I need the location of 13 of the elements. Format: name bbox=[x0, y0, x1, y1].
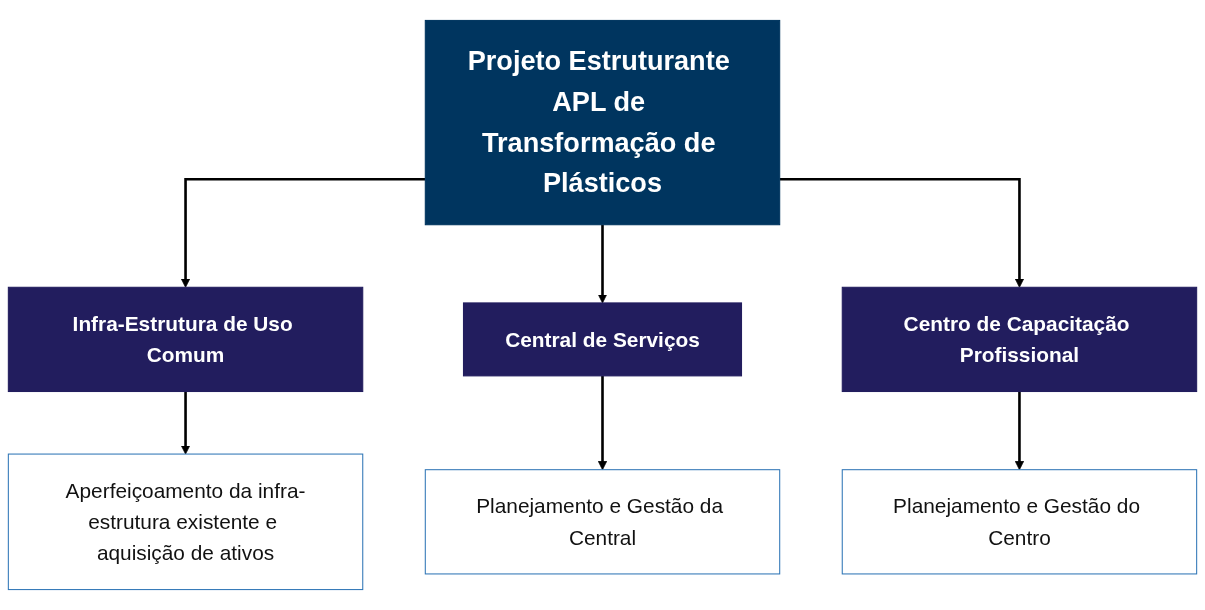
node-box: Centro de Capacitação Profissional bbox=[841, 286, 1198, 393]
node-box: Infra-Estrutura de Uso Comum bbox=[7, 286, 364, 393]
arrow bbox=[180, 178, 426, 288]
arrow bbox=[597, 223, 608, 304]
arrow bbox=[180, 390, 191, 455]
arrow bbox=[1014, 390, 1025, 471]
node-box: Planejamento e Gestão do Centro bbox=[841, 469, 1198, 575]
arrow bbox=[597, 374, 608, 471]
arrow bbox=[779, 178, 1025, 288]
node-box: Central de Serviços bbox=[462, 302, 743, 377]
node-box: Aperfeiçoamento da infra-estrutura existente e aquisição de ativos bbox=[7, 453, 364, 591]
node-box: Planejamento e Gestão da Central bbox=[424, 469, 781, 575]
node-box: Projeto Estruturante APL de Transformação de Plásticos bbox=[424, 19, 781, 226]
